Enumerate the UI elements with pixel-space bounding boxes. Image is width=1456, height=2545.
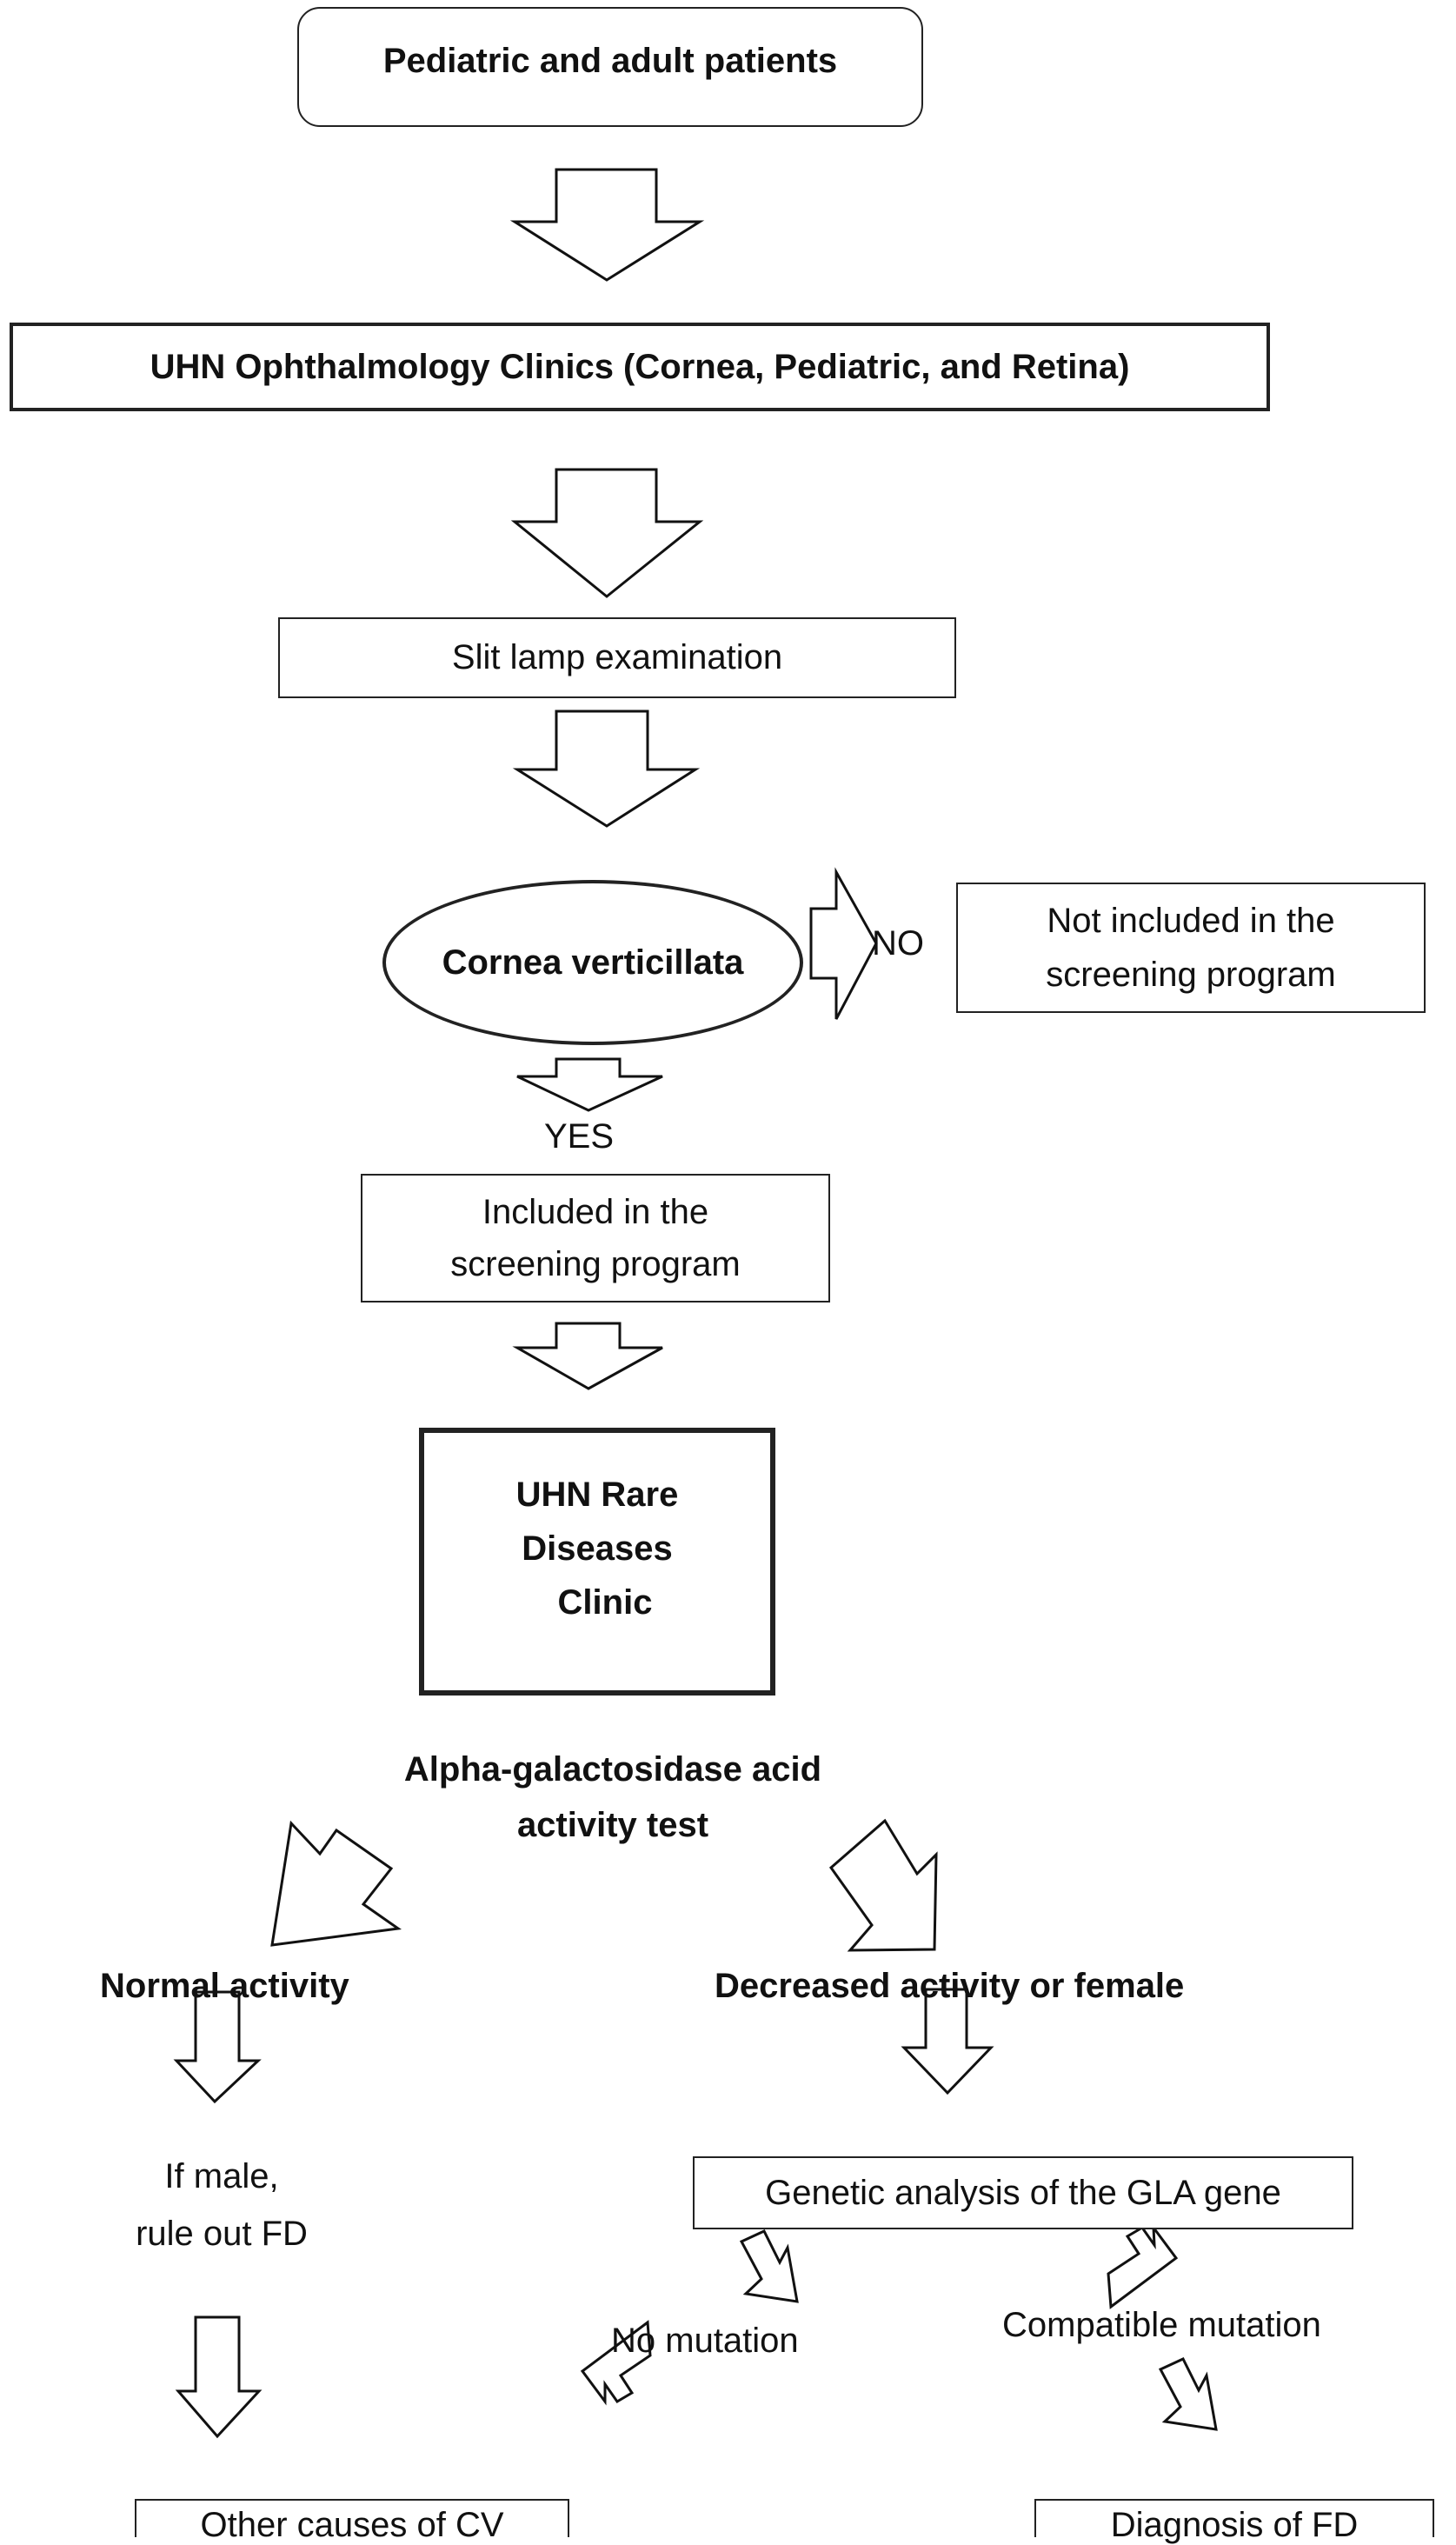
node-if-male-line2: rule out FD [136, 2215, 308, 2253]
node-rare-line3: Clinic [557, 1583, 653, 1622]
node-cornea-label: Cornea verticillata [442, 943, 744, 982]
node-not-included-line1: Not included in the [1047, 902, 1335, 940]
arrow-alpha-to-decreased [828, 1818, 938, 1952]
node-not-included: Not included in the screening program [956, 883, 1426, 1013]
edge-label-no: NO [872, 924, 924, 963]
arrow-genetic-to-nomutation [739, 2229, 799, 2303]
arrow-genetic-to-compatible [1107, 2223, 1179, 2309]
arrow-nomutation-to-other [580, 2320, 652, 2406]
node-included: Included in the screening program [361, 1174, 830, 1302]
node-alpha-line1: Alpha-galactosidase acid [403, 1750, 822, 1789]
node-normal-activity: Normal activity [100, 1967, 349, 2005]
node-other-causes-label: Other causes of CV [200, 2506, 504, 2544]
node-patients-label: Pediatric and adult patients [382, 41, 838, 80]
node-rare-line1: UHN Rare [515, 1476, 679, 1514]
node-diagnosis-fd: Diagnosis of FD [1034, 2499, 1434, 2544]
node-no-mutation: No mutation [611, 2322, 799, 2360]
node-included-line1: Included in the [482, 1193, 709, 1231]
node-decreased-activity: Decreased activity or female [715, 1967, 1185, 2005]
node-patients: Pediatric and adult patients [297, 7, 923, 127]
node-clinics-label: UHN Ophthalmology Clinics (Cornea, Pedia… [150, 347, 1130, 386]
node-genetic-analysis-label: Genetic analysis of the GLA gene [765, 2173, 1281, 2212]
node-slit-lamp: Slit lamp examination [278, 617, 956, 698]
arrow-included-to-rare [512, 1322, 663, 1390]
node-alpha-line2: activity test [516, 1806, 709, 1844]
arrow-normal-to-ifmale [173, 1990, 262, 2104]
node-slit-lamp-label: Slit lamp examination [451, 638, 783, 676]
node-other-causes: Other causes of CV [135, 2499, 569, 2544]
node-not-included-line2: screening program [1046, 956, 1336, 994]
node-ophthalmology-clinics: UHN Ophthalmology Clinics (Cornea, Pedia… [10, 323, 1270, 411]
node-diagnosis-fd-label: Diagnosis of FD [1110, 2506, 1359, 2544]
arrow-decreased-to-genetic [901, 1988, 994, 2095]
arrow-cornea-no [809, 867, 878, 1020]
node-alpha-galactosidase-test: Alpha-galactosidase acid activity test [348, 1742, 878, 1853]
node-rare-line2: Diseases [522, 1529, 673, 1568]
node-if-male: If male, rule out FD [113, 2148, 330, 2262]
node-cornea-verticillata: Cornea verticillata [382, 880, 803, 1045]
node-included-line2: screening program [450, 1245, 741, 1283]
arrow-ifmale-to-other [175, 2315, 263, 2439]
arrow-patients-to-clinics [509, 168, 705, 282]
arrow-alpha-to-normal [270, 1820, 402, 1947]
edge-label-yes: YES [544, 1117, 615, 1156]
node-genetic-analysis: Genetic analysis of the GLA gene [693, 2156, 1353, 2229]
node-compatible-mutation: Compatible mutation [1002, 2306, 1321, 2344]
node-if-male-line1: If male, [164, 2157, 279, 2195]
arrow-clinics-to-slitlamp [510, 468, 704, 598]
arrow-slitlamp-to-cornea [512, 710, 701, 828]
arrow-compatible-to-diagnosis [1158, 2357, 1218, 2431]
arrow-cornea-to-included [516, 1057, 663, 1112]
node-rare-diseases-clinic: UHN Rare Diseases Clinic [419, 1428, 775, 1696]
